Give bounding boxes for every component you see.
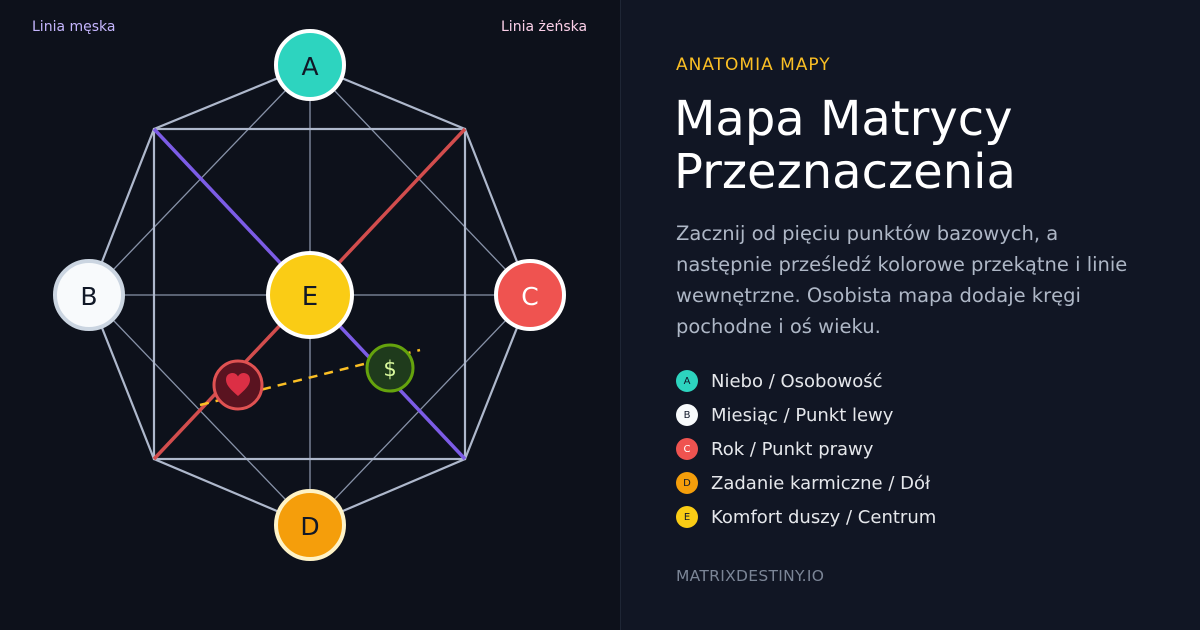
node-c: C — [494, 259, 566, 331]
title-line-1: Mapa Matrycy — [674, 91, 1013, 147]
legend-item-d: D Zadanie karmiczne / Dół — [676, 466, 936, 500]
node-d: D — [274, 489, 346, 561]
eyebrow: ANATOMIA MAPY — [676, 55, 831, 75]
description: Zacznij od pięciu punktów bazowych, a na… — [676, 222, 1128, 338]
matrix-diagram: A B C D E $ — [53, 29, 566, 561]
legend-dot-d: D — [676, 472, 698, 494]
money-symbol: $ — [383, 357, 396, 381]
node-b: B — [53, 259, 125, 331]
legend-label-d: Zadanie karmiczne / Dół — [711, 472, 931, 494]
page-title: Mapa Matrycy Przeznaczenia — [674, 93, 1174, 199]
legend-label-a: Niebo / Osobowość — [711, 370, 883, 392]
legend-item-c: C Rok / Punkt prawy — [676, 432, 936, 466]
male-line-label: Linia męska — [32, 19, 116, 35]
info-panel: ANATOMIA MAPY Mapa Matrycy Przeznaczenia… — [620, 0, 1200, 630]
site-domain: MATRIXDESTINY.IO — [676, 567, 825, 585]
female-line-label: Linia żeńska — [501, 19, 588, 35]
outer-square — [152, 127, 467, 461]
node-d-label: D — [300, 512, 319, 541]
legend-item-b: B Miesiąc / Punkt lewy — [676, 398, 936, 432]
node-a-label: A — [301, 52, 318, 81]
node-c-label: C — [521, 282, 538, 311]
node-e: E — [266, 251, 354, 339]
dollar-icon: $ — [365, 343, 415, 393]
legend: A Niebo / Osobowość B Miesiąc / Punkt le… — [676, 364, 936, 534]
heart-icon — [212, 359, 264, 411]
legend-dot-b: B — [676, 404, 698, 426]
node-a: A — [274, 29, 346, 101]
legend-label-e: Komfort duszy / Centrum — [711, 506, 937, 528]
legend-dot-e: E — [676, 506, 698, 528]
legend-label-b: Miesiąc / Punkt lewy — [711, 404, 894, 426]
diagram-panel: A B C D E $ Linia męska Linia żeńska — [32, 19, 588, 561]
legend-dot-a: A — [676, 370, 698, 392]
legend-dot-c: C — [676, 438, 698, 460]
node-b-label: B — [80, 282, 97, 311]
legend-item-e: E Komfort duszy / Centrum — [676, 500, 936, 534]
node-e-label: E — [302, 282, 318, 312]
legend-label-c: Rok / Punkt prawy — [711, 438, 874, 460]
title-line-2: Przeznaczenia — [674, 144, 1016, 200]
legend-item-a: A Niebo / Osobowość — [676, 364, 936, 398]
